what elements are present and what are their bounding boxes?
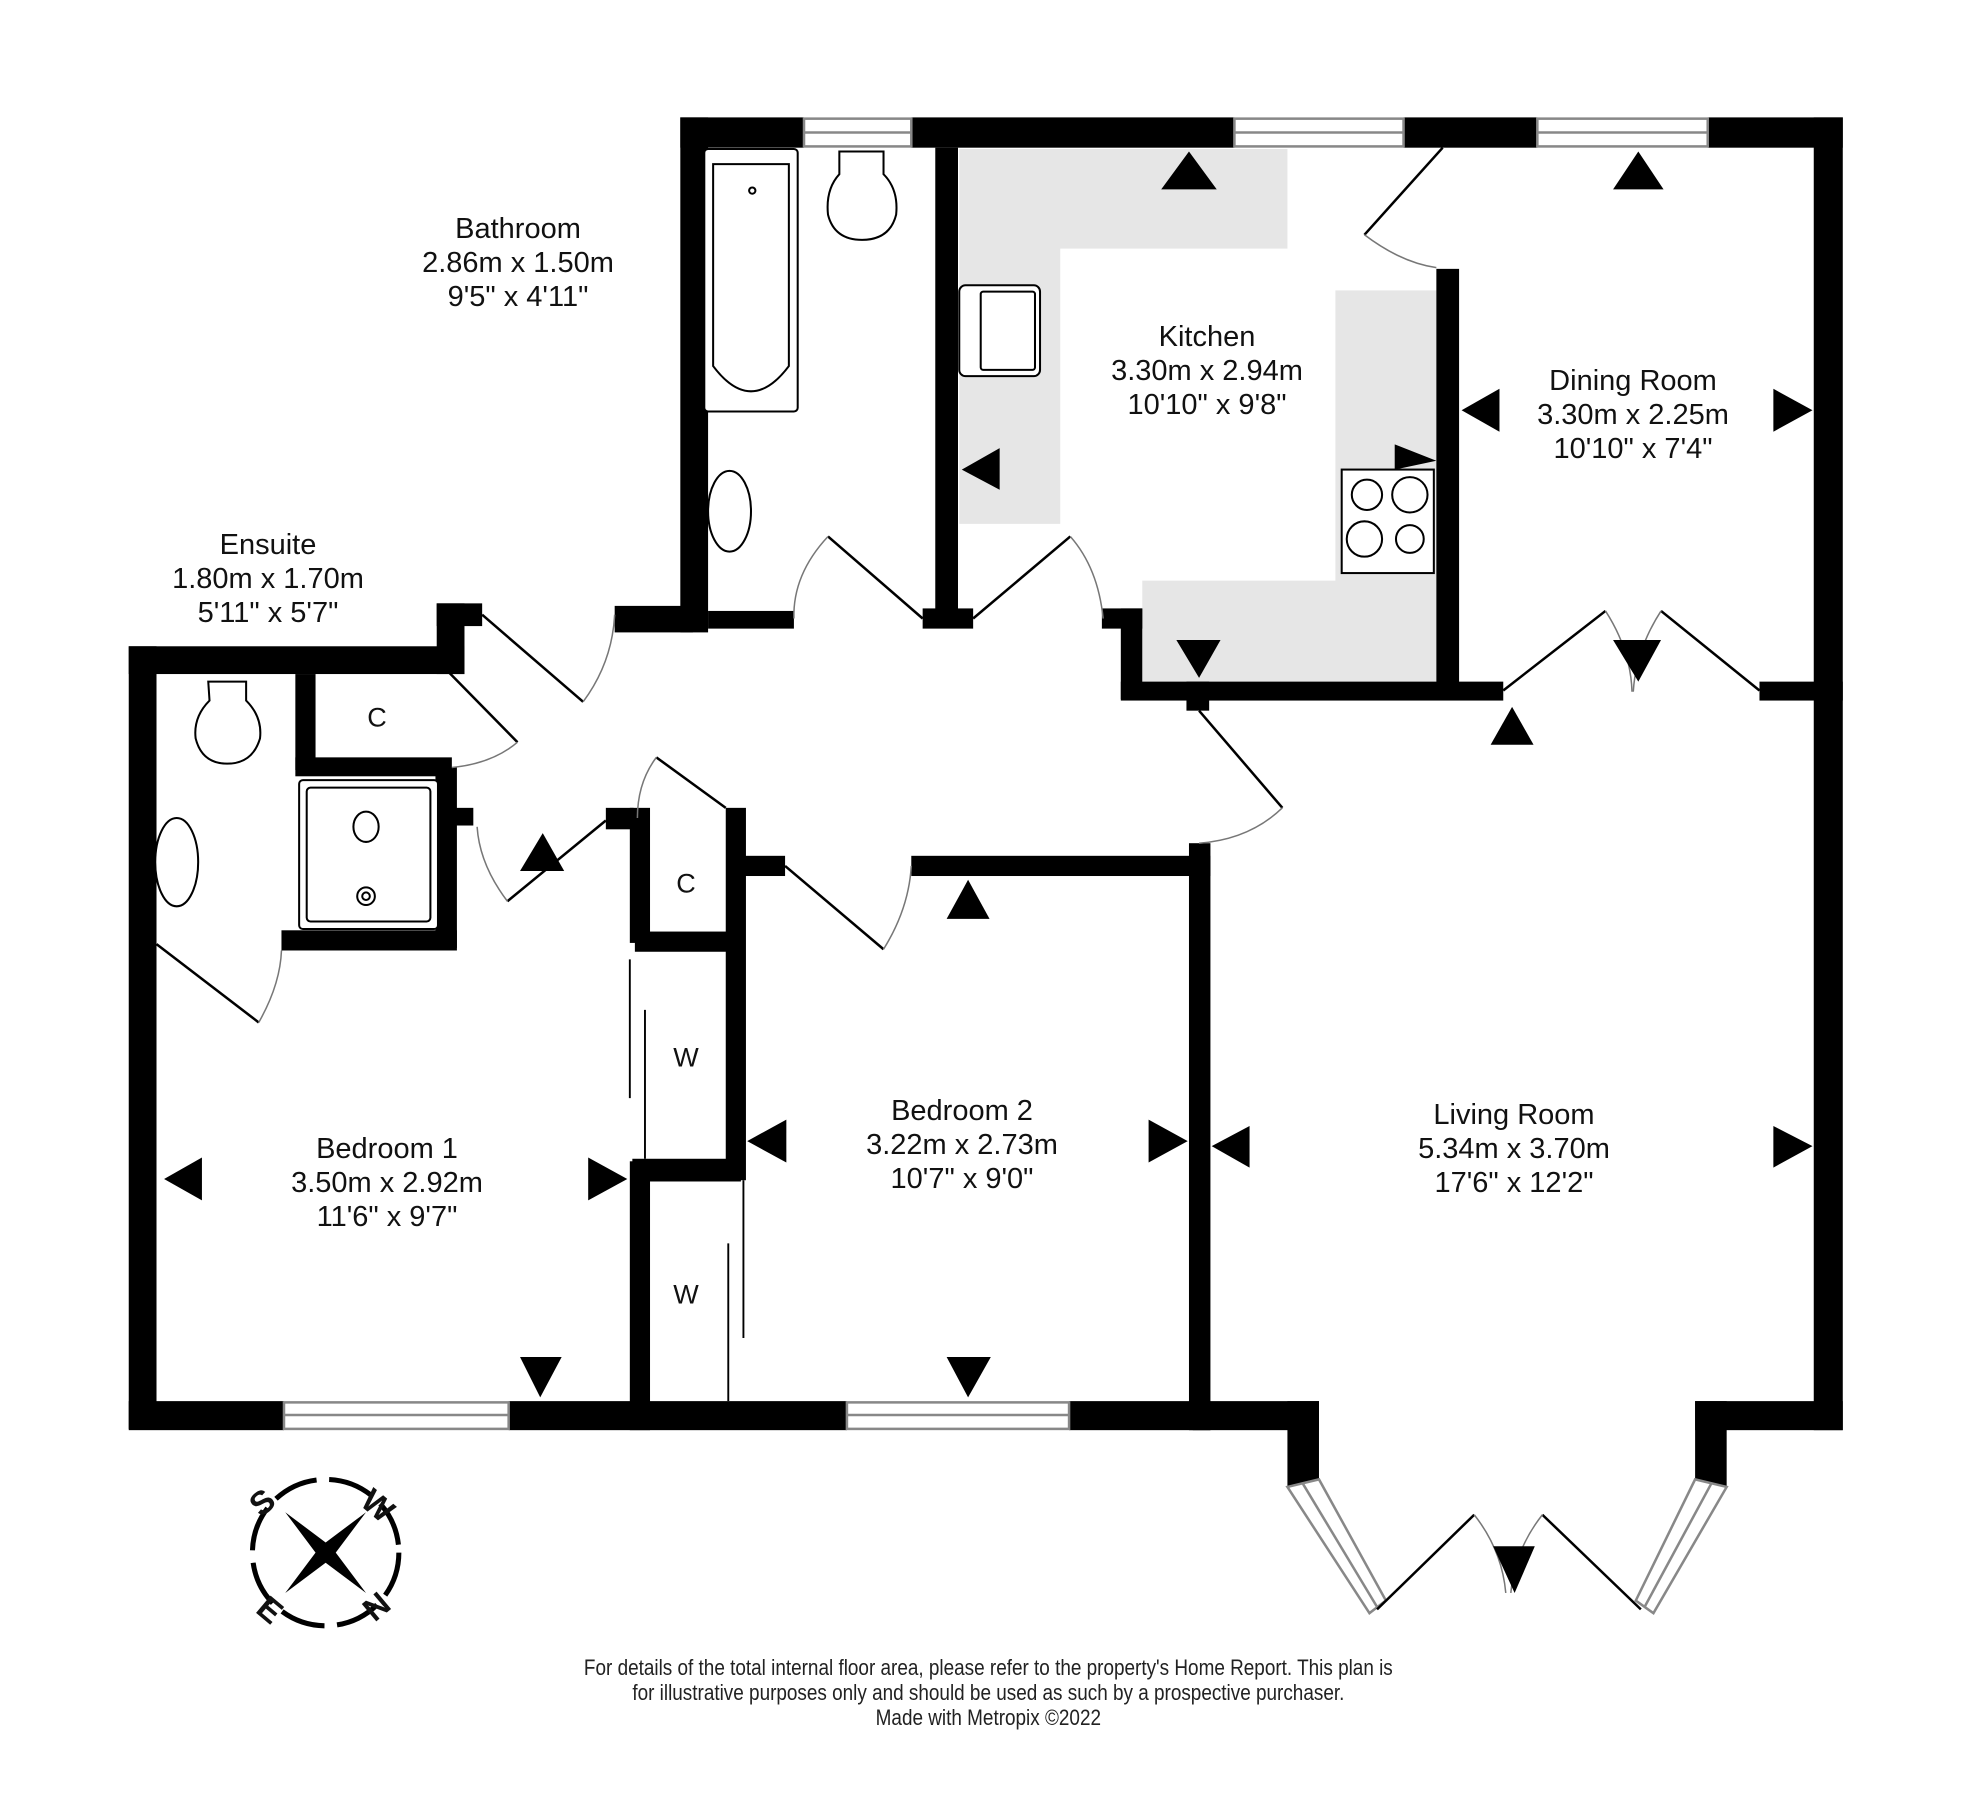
room-label-kitchen: Kitchen 3.30m x 2.94m 10'10" x 9'8" [1111, 320, 1303, 422]
fixtures [154, 147, 1435, 931]
room-name: Living Room [1433, 1099, 1595, 1131]
measurement-arrows [164, 151, 1813, 1593]
room-label-bathroom: Bathroom 2.86m x 1.50m 9'5" x 4'11" [422, 212, 614, 314]
room-metric: 3.22m x 2.73m [866, 1129, 1058, 1161]
room-name: Ensuite [219, 529, 317, 561]
room-imperial: 10'10" x 7'4" [1553, 433, 1713, 465]
room-name: Bathroom [455, 213, 581, 245]
room-name: Kitchen [1158, 321, 1256, 353]
kitchen-worktops [959, 148, 1437, 682]
room-metric: 5.34m x 3.70m [1418, 1133, 1610, 1165]
room-name: Bedroom 2 [891, 1095, 1033, 1127]
room-metric: 2.86m x 1.50m [422, 247, 614, 279]
room-name: Dining Room [1549, 365, 1717, 397]
wardrobe-label: W [673, 1279, 699, 1310]
walls [128, 117, 1843, 1487]
cupboard-label: C [367, 702, 387, 733]
room-imperial: 5'11" x 5'7" [197, 597, 339, 629]
room-imperial: 9'5" x 4'11" [447, 281, 589, 313]
room-label-bedroom-1: Bedroom 1 3.50m x 2.92m 11'6" x 9'7" [291, 1132, 483, 1234]
room-label-dining-room: Dining Room 3.30m x 2.25m 10'10" x 7'4" [1537, 364, 1729, 466]
room-imperial: 10'10" x 9'8" [1127, 389, 1287, 421]
toilet-icon [826, 150, 898, 241]
room-label-living-room: Living Room 5.34m x 3.70m 17'6" x 12'2" [1418, 1098, 1610, 1200]
basin-icon [154, 816, 200, 908]
room-metric: 3.30m x 2.94m [1111, 355, 1303, 387]
windows [282, 117, 1729, 1616]
toilet-icon [194, 680, 262, 765]
disclaimer-line-1: For details of the total internal floor … [583, 1655, 1393, 1680]
wardrobe-label: W [673, 1042, 699, 1073]
room-imperial: 11'6" x 9'7" [316, 1201, 458, 1233]
room-name: Bedroom 1 [316, 1133, 458, 1165]
basin-icon [707, 469, 753, 553]
disclaimer-footer: For details of the total internal floor … [142, 1655, 1835, 1730]
room-metric: 3.50m x 2.92m [291, 1167, 483, 1199]
room-label-ensuite: Ensuite 1.80m x 1.70m 5'11" x 5'7" [172, 528, 364, 630]
credit-line: Made with Metropix ©2022 [875, 1705, 1102, 1730]
room-imperial: 10'7" x 9'0" [890, 1163, 1034, 1195]
room-imperial: 17'6" x 12'2" [1434, 1167, 1594, 1199]
room-metric: 3.30m x 2.25m [1537, 399, 1729, 431]
room-label-bedroom-2: Bedroom 2 3.22m x 2.73m 10'7" x 9'0" [866, 1094, 1058, 1196]
compass-icon [249, 1476, 402, 1629]
disclaimer-line-2: for illustrative purposes only and shoul… [632, 1680, 1345, 1705]
cupboard-label: C [676, 868, 696, 899]
room-metric: 1.80m x 1.70m [172, 563, 364, 595]
